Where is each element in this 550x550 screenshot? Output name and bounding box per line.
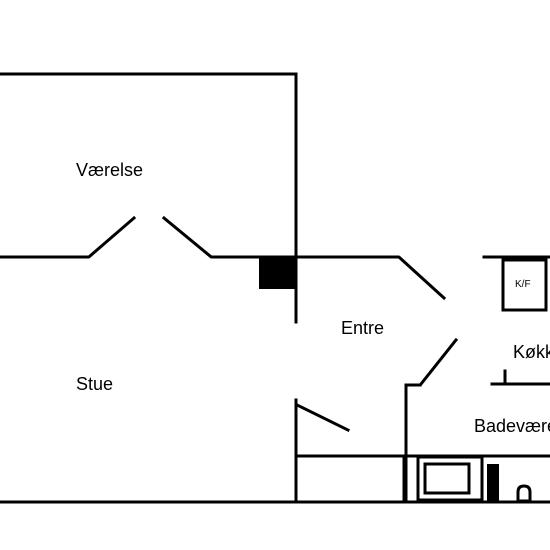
room-label-badevaerelse: Badeværelse bbox=[474, 416, 550, 436]
room-label-vaerelse: Værelse bbox=[76, 160, 144, 180]
room-label-entre: Entre bbox=[341, 318, 385, 338]
water-heater-block bbox=[487, 464, 499, 502]
bathtub-outer bbox=[416, 455, 484, 502]
chimney-block bbox=[259, 258, 295, 289]
toilet-shape bbox=[516, 484, 532, 503]
door-stue-swing bbox=[294, 402, 351, 433]
room-label-kokken: Køkken bbox=[513, 342, 550, 362]
room-label-stue: Stue bbox=[76, 374, 114, 394]
bathtub-inner bbox=[423, 462, 471, 495]
fridge-freezer-box bbox=[501, 258, 548, 312]
door-bath-swing bbox=[418, 337, 459, 387]
door-leaf-left bbox=[87, 215, 137, 259]
door-entre-swing bbox=[397, 255, 447, 301]
fixture-label-fridge-freezer: K/F bbox=[515, 279, 531, 290]
door-leaf-right bbox=[161, 215, 213, 259]
